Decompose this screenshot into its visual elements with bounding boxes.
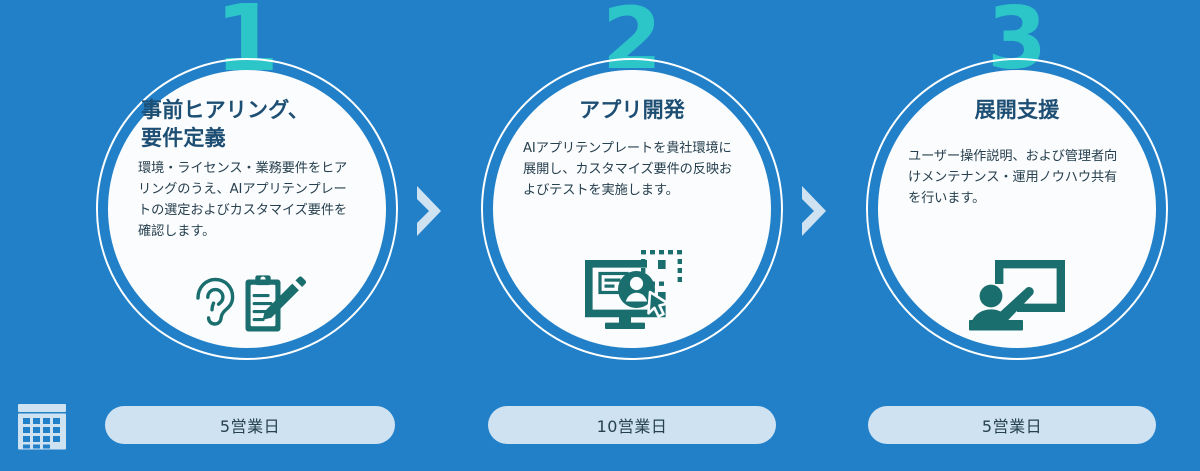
step-3-title: 展開支援	[974, 98, 1060, 122]
process-step-3: 3 展開支援 ユーザー操作説明、および管理者向けメンテナンス・運用ノウハウ共有を…	[852, 0, 1182, 395]
duration-row: 5営業日 10営業日 5営業日	[0, 402, 1200, 452]
step-3-outer-ring	[866, 58, 1168, 360]
duration-pill-2: 10営業日	[488, 406, 776, 444]
step-1-title: 事前ヒアリング、 要件定義	[141, 98, 310, 150]
ear-and-clipboard-icon	[185, 258, 309, 334]
duration-pill-3: 5営業日	[868, 406, 1156, 444]
duration-pill-1: 5営業日	[105, 406, 395, 444]
calendar-icon	[16, 402, 72, 452]
process-step-1: 1 事前ヒアリング、 要件定義 環境・ライセンス・業務要件をヒアリングのうえ、A…	[82, 0, 412, 395]
step-2-body: AIアプリテンプレートを貴社環境に展開し、カスタマイズ要件の反映およびテストを実…	[523, 141, 733, 198]
process-step-2: 2 アプリ開発 AIアプリテンプレートを貴社環境に展開し、カスタマイズ要件の反映…	[467, 0, 797, 395]
chevron-right-icon-1	[412, 184, 446, 238]
monitor-user-cursor-icon	[579, 250, 685, 330]
presenter-whiteboard-icon	[965, 256, 1069, 332]
step-3-body: ユーザー操作説明、および管理者向けメンテナンス・運用ノウハウ共有を行います。	[908, 149, 1118, 206]
chevron-right-icon-2	[797, 184, 831, 238]
step-1-outer-ring	[96, 58, 398, 360]
step-1-body: 環境・ライセンス・業務要件をヒアリングのうえ、AIアプリテンプレートの選定および…	[138, 161, 348, 239]
step-2-outer-ring	[481, 58, 783, 360]
step-2-title: アプリ開発	[579, 98, 685, 122]
